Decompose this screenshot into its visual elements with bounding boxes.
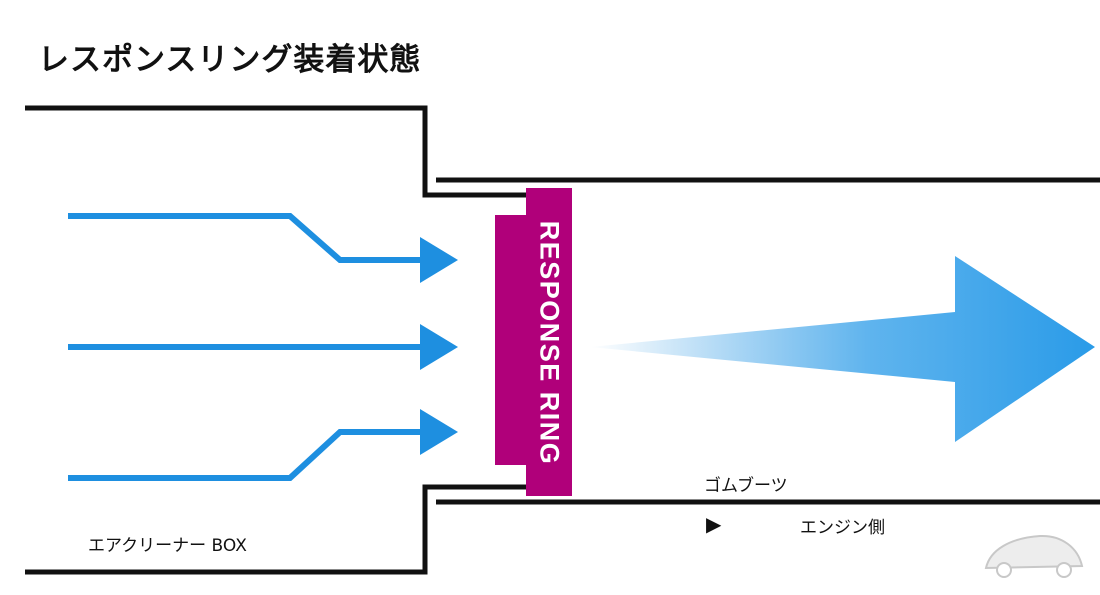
carme-logo-watermark [984,534,1084,578]
rubber-boot-label: ゴムブーツ [704,476,788,496]
flow-arrow-middle-head [420,324,458,370]
air-cleaner-box-label: エアクリーナー BOX [88,536,247,556]
flow-arrow-top-head [420,237,458,283]
engine-side-label: エンジン側 [800,518,885,538]
flow-arrow-bottom [68,429,425,481]
outflow-arrow [590,256,1095,442]
response-ring [495,188,572,496]
air-cleaner-box-outline [25,105,528,575]
direction-triangle-icon: ▶ [706,512,722,536]
response-ring-label: RESPONSE RING [534,220,565,466]
flow-arrow-top [68,213,425,263]
intake-flow-arrows [68,213,458,481]
flow-arrow-bottom-head [420,409,458,455]
rubber-boot-pipe-walls [436,177,1100,505]
diagram-title: レスポンスリング装着状態 [38,42,422,78]
